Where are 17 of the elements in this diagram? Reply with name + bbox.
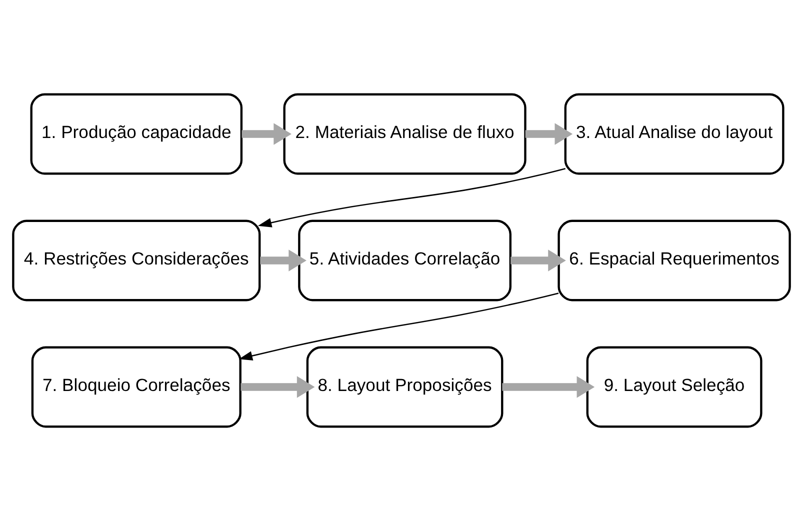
arrow <box>242 123 292 145</box>
node-box: 2. Materiais Analise de fluxo <box>283 93 526 175</box>
node-box: 7. Bloqueio Correlações <box>31 346 242 428</box>
arrow <box>260 250 306 272</box>
arrow <box>510 250 566 272</box>
node-box: 9. Layout Seleção <box>586 346 762 428</box>
arrow <box>502 376 595 398</box>
arrow <box>238 292 559 360</box>
node-box: 1. Produção capacidade <box>30 93 243 175</box>
node-box: 6. Espacial Requerimentos <box>558 220 791 302</box>
node-box: 3. Atual Analise do layout <box>564 93 784 175</box>
arrow <box>240 376 315 398</box>
node-box: 8. Layout Proposições <box>306 346 504 428</box>
arrow <box>525 123 573 145</box>
node-box: 5. Atividades Correlação <box>298 220 512 302</box>
arrow <box>258 168 566 228</box>
node-box: 4. Restrições Considerações <box>12 220 261 302</box>
